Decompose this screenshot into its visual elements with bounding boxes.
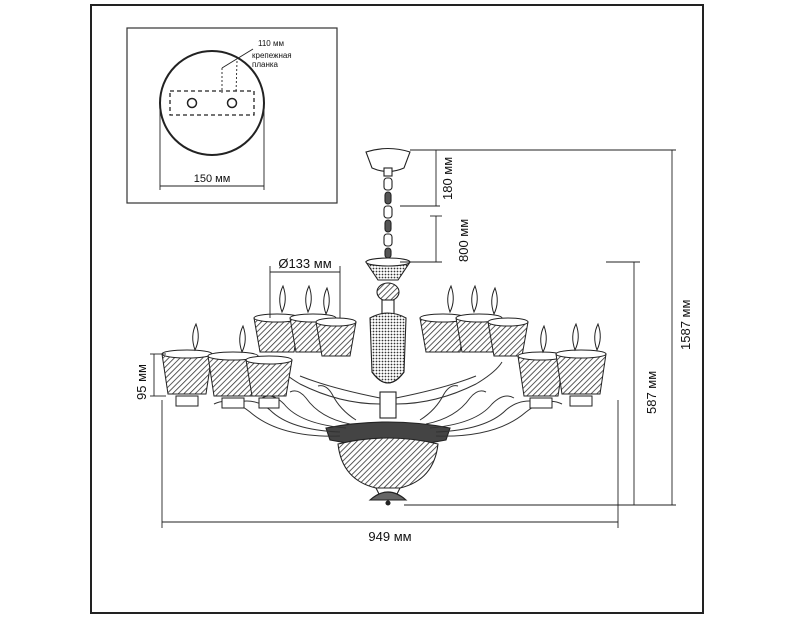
dimension-lines bbox=[150, 149, 676, 528]
width-label: 949 мм bbox=[368, 529, 411, 544]
shade-height-label: 95 мм bbox=[134, 364, 149, 400]
mounting-inset: 110 мм крепежная планка 150 мм bbox=[126, 27, 338, 204]
mounting-bar bbox=[169, 90, 255, 116]
body-height-label: 587 мм bbox=[644, 371, 659, 414]
upper-knob bbox=[376, 282, 400, 302]
chain-dim-label: 800 мм bbox=[456, 219, 471, 262]
bar-label-1: крепежная bbox=[252, 51, 292, 60]
bar-dim-label: 110 мм bbox=[258, 39, 284, 48]
bar-label-2: планка bbox=[252, 60, 279, 69]
canopy-stem bbox=[383, 167, 393, 177]
screw-hole-right bbox=[226, 97, 238, 109]
canopy bbox=[365, 147, 411, 173]
chain bbox=[383, 177, 393, 259]
canopy-dim-label: 180 мм bbox=[440, 157, 455, 200]
shade-diameter-label: Ø133 мм bbox=[278, 256, 331, 271]
ceiling-plate bbox=[159, 50, 265, 156]
screw-hole-left bbox=[186, 97, 198, 109]
bowl bbox=[337, 437, 439, 489]
total-height-label: 1587 мм bbox=[678, 300, 693, 350]
chandelier bbox=[325, 147, 451, 506]
lamp-shades bbox=[161, 284, 607, 409]
drawing-frame bbox=[90, 4, 704, 614]
dimension-labels: 180 мм 800 мм Ø133 мм 95 мм 587 мм 1587 … bbox=[134, 157, 693, 544]
plate-dim-label: 150 мм bbox=[194, 173, 231, 185]
bar-dim-leader bbox=[221, 48, 254, 69]
finial bbox=[368, 491, 408, 501]
central-column bbox=[369, 312, 407, 384]
